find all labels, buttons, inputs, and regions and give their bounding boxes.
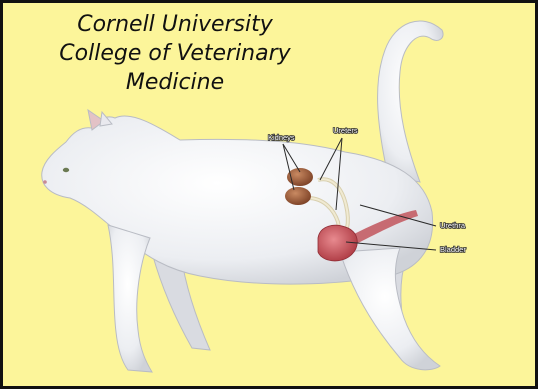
cat-front-leg-near [108,225,152,372]
cat-eye [63,168,69,172]
title-line-3: Medicine [40,68,310,97]
urethra-label: Urethra [440,221,466,230]
title-line-2: College of Veterinary [40,39,310,68]
kidney [285,187,311,205]
college-title: Cornell University College of Veterinary… [40,10,310,97]
cat-tail [378,21,444,182]
bladder-label: Bladder [440,245,466,254]
ureters-label: Ureters [333,126,358,135]
title-line-1: Cornell University [40,10,310,39]
cat-nose [43,180,47,184]
kidneys-label: Kidneys [268,133,295,142]
cat-back-leg-near [340,248,440,370]
